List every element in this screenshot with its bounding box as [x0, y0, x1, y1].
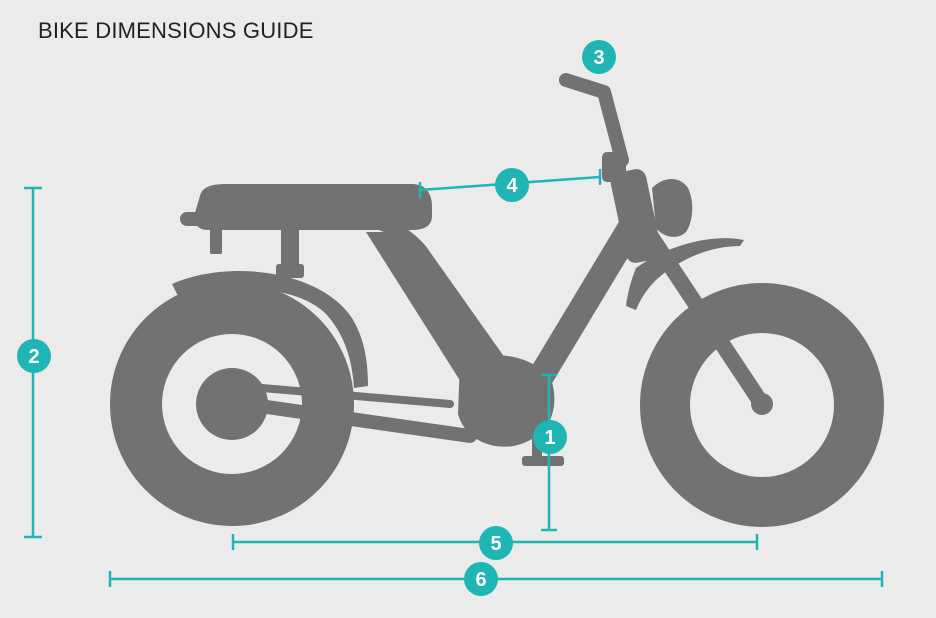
rear-fender	[172, 271, 368, 388]
marker-label-2: 2	[28, 346, 39, 368]
marker-label-6: 6	[475, 569, 486, 591]
page-title: BIKE DIMENSIONS GUIDE	[38, 18, 314, 43]
marker-badge-3: 3	[582, 40, 616, 74]
swingarm	[225, 395, 477, 443]
seat-post	[210, 228, 222, 254]
motor-housing	[458, 355, 555, 447]
marker-badge-2: 2	[17, 339, 51, 373]
front-wheel	[640, 283, 884, 527]
marker-label-1: 1	[544, 427, 555, 449]
handlebar	[559, 73, 629, 167]
marker-label-4: 4	[506, 175, 518, 197]
marker-label-3: 3	[593, 47, 604, 69]
rear-shock	[281, 224, 299, 270]
marker-badge-1: 1	[533, 420, 567, 454]
battery	[366, 232, 498, 390]
marker-badge-4: 4	[495, 168, 529, 202]
headlight	[652, 179, 693, 237]
bike-silhouette	[110, 73, 884, 527]
marker-badge-6: 6	[464, 562, 498, 596]
marker-badge-5: 5	[479, 526, 513, 560]
marker-label-5: 5	[490, 533, 501, 555]
head-tube	[610, 169, 662, 263]
footrest	[522, 456, 564, 466]
